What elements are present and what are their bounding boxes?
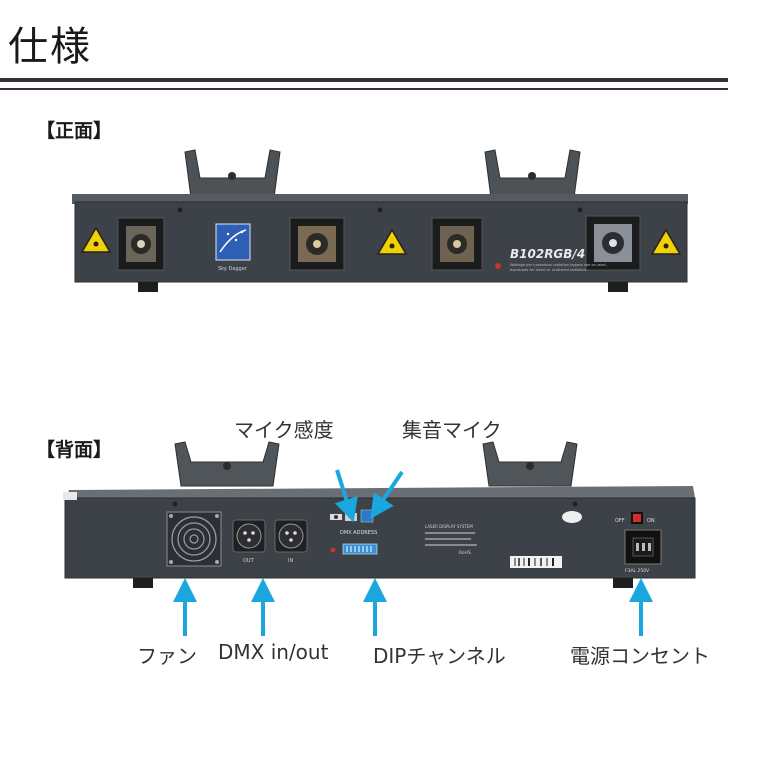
callout-dip: DIPチャンネル: [373, 644, 506, 668]
brand-logo: Sky Dagger: [215, 223, 251, 272]
laser-warning-icon: [650, 228, 682, 255]
model-label: B102RGB/4: [510, 247, 585, 261]
arrow-mic-sensitivity: [334, 469, 358, 523]
front-view-image: Sky Dagger B102RGB/4 Wattage per hazardo…: [72, 149, 688, 292]
laser-aperture: [585, 215, 641, 271]
switch-on-label: ON: [647, 518, 655, 524]
front-section-label: 【正面】: [36, 120, 113, 142]
rohs-mark: RoHS: [459, 550, 471, 556]
warning-text-1: Wattage per hazardous radiation bypass s…: [510, 263, 607, 267]
power-socket-icon: [624, 529, 662, 565]
page-title: 仕様: [8, 24, 92, 70]
dip-switch: [342, 543, 378, 555]
fan-grille-icon: [166, 511, 222, 567]
logo-text: Sky Dagger: [218, 266, 248, 272]
xlr-connector-icon: [232, 519, 266, 553]
dmx-out-label: OUT: [243, 558, 255, 564]
arrow-mic: [370, 470, 404, 519]
laser-aperture: [431, 217, 483, 271]
front-housing: [74, 201, 688, 283]
back-bracket-right: [482, 441, 578, 487]
back-bracket-left: [174, 441, 280, 487]
spec-label-text: LASER DISPLAY SYSTEM: [425, 524, 473, 529]
back-section-label: 【背面】: [36, 439, 113, 461]
title-rule-thick: [0, 78, 728, 82]
laser-aperture: [117, 217, 165, 271]
front-indicator-dot: [495, 263, 501, 269]
laser-warning-icon: [376, 228, 408, 255]
callout-dmx: DMX in/out: [218, 640, 329, 664]
warning-text-2: exposures for direct or scattered radiat…: [510, 268, 587, 272]
callout-fan: ファン: [137, 644, 197, 668]
round-sticker: [562, 511, 582, 523]
switch-off-label: OFF: [615, 518, 625, 524]
laser-warning-icon: [80, 226, 112, 253]
fuse-label: F3AL 250V: [625, 568, 650, 574]
status-led: [330, 547, 336, 553]
xlr-connector-icon: [274, 519, 308, 553]
dmx-address-label: DMX ADDRESS: [340, 530, 377, 536]
title-rule-thin: [0, 88, 728, 90]
callout-power: 電源コンセント: [570, 644, 710, 668]
barcode-sticker: [510, 556, 562, 568]
dmx-in-label: IN: [288, 558, 293, 564]
power-switch-icon: [631, 512, 643, 524]
callout-mic: 集音マイク: [402, 418, 502, 442]
laser-aperture: [289, 217, 345, 271]
callout-mic-sensitivity: マイク感度: [234, 418, 334, 442]
back-view-image: OUT IN DMX ADDRESS LASER DISPLAY SYSTEM …: [63, 441, 696, 588]
